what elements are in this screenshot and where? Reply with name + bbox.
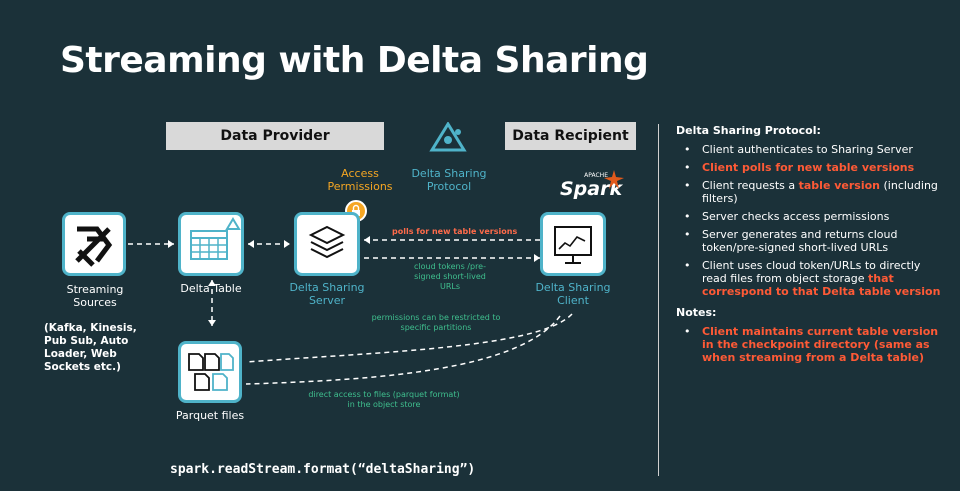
highlighted-text: Client polls for new table versions	[702, 161, 915, 174]
delta-table-label: Delta Table	[180, 282, 242, 295]
permissions-label-line1: permissions can be restricted to	[371, 313, 501, 322]
step-text: Client requests a	[702, 179, 799, 192]
sharing-server-node	[294, 212, 360, 276]
arrowhead	[208, 280, 216, 286]
sources-note-line2: Pub Sub, Auto	[44, 335, 129, 347]
polls-edge-label: polls for new table versions	[392, 227, 518, 236]
client-label-line2: Client	[557, 294, 589, 307]
protocol-label-line1: Delta Sharing	[411, 167, 487, 180]
note-item: Client maintains current table version i…	[676, 325, 946, 364]
protocol-label-line2: Protocol	[426, 180, 472, 193]
highlighted-text: table version	[798, 179, 881, 192]
arrowhead	[168, 240, 174, 248]
sources-label-line2: Sources	[73, 296, 117, 309]
protocol-step-item: Client requests a table version (includi…	[676, 179, 946, 205]
step-text: Server checks access permissions	[702, 210, 890, 223]
arrowhead	[248, 240, 254, 248]
edge-client-to-parquet-1	[245, 313, 573, 363]
client-label-line1: Delta Sharing	[535, 281, 611, 294]
sources-note-line3: Loader, Web	[44, 348, 117, 360]
spark-star-icon	[604, 170, 624, 189]
arrowhead	[364, 236, 370, 244]
delta-table-node	[178, 212, 244, 276]
step-text: Client authenticates to Sharing Server	[702, 143, 913, 156]
protocol-step-item: Server generates and returns cloud token…	[676, 228, 946, 254]
protocol-steps-list: Client authenticates to Sharing ServerCl…	[676, 143, 946, 298]
server-label-line2: Server	[308, 294, 346, 307]
section-divider	[658, 124, 659, 476]
stream-icon	[75, 226, 113, 267]
highlighted-text: Client maintains current table version i…	[702, 325, 939, 364]
tokens-label-line2: signed short-lived	[414, 272, 486, 281]
code-snippet: spark.readStream.format(“deltaSharing”)	[170, 462, 476, 477]
data-provider-band: Data Provider	[166, 122, 384, 150]
protocol-step-item: Server checks access permissions	[676, 210, 946, 223]
arrowhead	[284, 240, 290, 248]
protocol-step-item: Client polls for new table versions	[676, 161, 946, 174]
permissions-label-line2: specific partitions	[400, 323, 472, 332]
data-recipient-band: Data Recipient	[505, 122, 636, 150]
edge-client-to-parquet-2	[245, 315, 561, 385]
direct-access-label-line2: in the object store	[347, 400, 421, 409]
step-text: (including filters)	[702, 179, 938, 205]
files-icon	[188, 353, 234, 391]
tokens-label-line3: URLs	[439, 282, 461, 291]
table-grid-icon	[190, 217, 241, 260]
spark-wordmark: Spark	[560, 178, 623, 200]
access-label-line1: Access	[341, 167, 379, 180]
protocol-step-item: Client uses cloud token/URLs to directly…	[676, 259, 946, 298]
server-label-line1: Delta Sharing	[289, 281, 365, 294]
page-title: Streaming with Delta Sharing	[60, 40, 649, 81]
step-text: Client uses cloud token/URLs to directly…	[702, 259, 921, 285]
notes-heading: Notes:	[676, 306, 717, 319]
access-label-line2: Permissions	[327, 180, 393, 193]
dashboard-monitor-icon	[554, 226, 592, 264]
protocol-panel: Delta Sharing Protocol: Client authentic…	[676, 124, 946, 369]
protocol-heading: Delta Sharing Protocol:	[676, 124, 821, 137]
notes-list: Client maintains current table version i…	[676, 325, 946, 364]
tokens-label-line1: cloud tokens /pre-	[414, 262, 486, 271]
arrowhead	[534, 254, 540, 262]
highlighted-text: that correspond to that Delta table vers…	[702, 272, 941, 298]
parquet-files-label: Parquet files	[175, 409, 245, 422]
apache-spark-logo: APACHE Spark	[560, 170, 626, 200]
protocol-step-item: Client authenticates to Sharing Server	[676, 143, 946, 156]
streaming-sources-node	[62, 212, 126, 276]
delta-sharing-logo-icon	[429, 122, 467, 152]
server-stack-icon	[308, 225, 346, 259]
arrowhead	[208, 320, 216, 326]
sources-note-line4: Sockets etc.)	[44, 361, 121, 373]
parquet-files-node	[178, 341, 242, 403]
sources-label-line1: Streaming	[66, 283, 124, 296]
direct-access-label-line1: direct access to files (parquet format)	[308, 390, 460, 399]
sharing-client-node	[540, 212, 606, 276]
sources-note-line1: (Kafka, Kinesis,	[44, 322, 137, 334]
step-text: Server generates and returns cloud token…	[702, 228, 898, 254]
